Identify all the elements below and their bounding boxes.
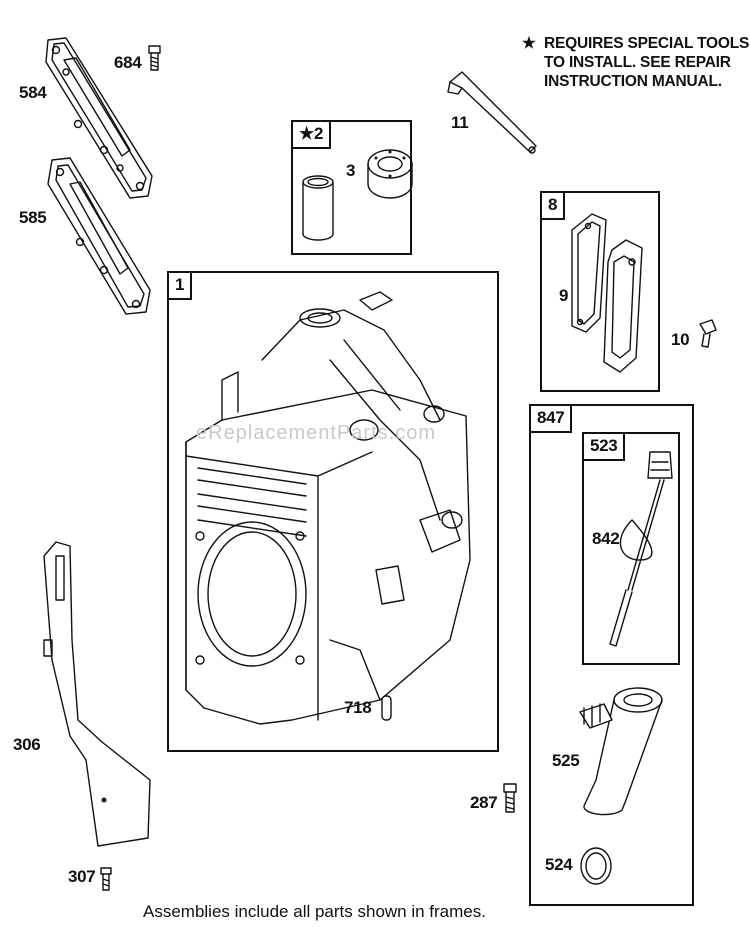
breather-8-drawing [603,239,643,373]
sleeve-drawing [302,175,334,241]
frame-1-label: 1 [175,275,185,294]
frame-1: 1 [167,271,499,752]
frame-2-label: ★2 [299,124,324,143]
frame-523-tag: 523 [584,434,626,461]
gasket-584-drawing [45,37,153,199]
label-718: 718 [344,698,372,717]
label-842: 842 [592,529,620,548]
label-3: 3 [346,161,356,180]
frame-847-label: 847 [537,408,565,427]
frame-8-tag: 8 [542,193,566,220]
screw-684-drawing [148,45,161,71]
frame-523: 523 [582,432,680,665]
tube-525-drawing [579,687,663,816]
frame-1-tag: 1 [169,273,193,300]
label-525: 525 [552,751,580,770]
star-icon: ★ [522,35,536,52]
footer-note: Assemblies include all parts shown in fr… [143,902,486,921]
dipstick-drawing [609,451,673,647]
watermark: eReplacementParts.com [196,422,436,444]
label-684: 684 [114,53,142,72]
frame-8-label: 8 [548,195,558,214]
screw-307-drawing [100,867,112,891]
cylinder-block-drawing [185,291,471,725]
label-9: 9 [559,286,569,305]
frame-8: 8 [540,191,660,392]
label-585: 585 [19,208,47,227]
tool-11-drawing [447,71,537,154]
screw-10-drawing [699,319,717,348]
label-306: 306 [13,735,41,754]
label-584: 584 [19,83,47,102]
frame-847-tag: 847 [531,406,573,433]
frame-523-label: 523 [590,436,618,455]
label-10: 10 [671,330,690,349]
label-11: 11 [451,113,469,132]
pin-718-drawing [381,695,392,721]
frame-847: 847 [529,404,694,906]
label-307: 307 [68,867,96,886]
note-line-3: INSTRUCTION MANUAL. [544,73,722,90]
frame-2-tag: ★2 [293,122,332,149]
label-287: 287 [470,793,498,812]
gasket-585-drawing [47,157,151,315]
note-line-1: REQUIRES SPECIAL TOOLS [544,35,750,52]
gasket-9-drawing [571,213,607,333]
frame-2: ★2 [291,120,412,255]
o-ring-524-drawing [580,847,612,885]
bracket-306-drawing [43,541,151,847]
label-524: 524 [545,855,573,874]
screw-287-drawing [503,783,517,813]
note-line-2: TO INSTALL. SEE REPAIR [544,54,731,71]
